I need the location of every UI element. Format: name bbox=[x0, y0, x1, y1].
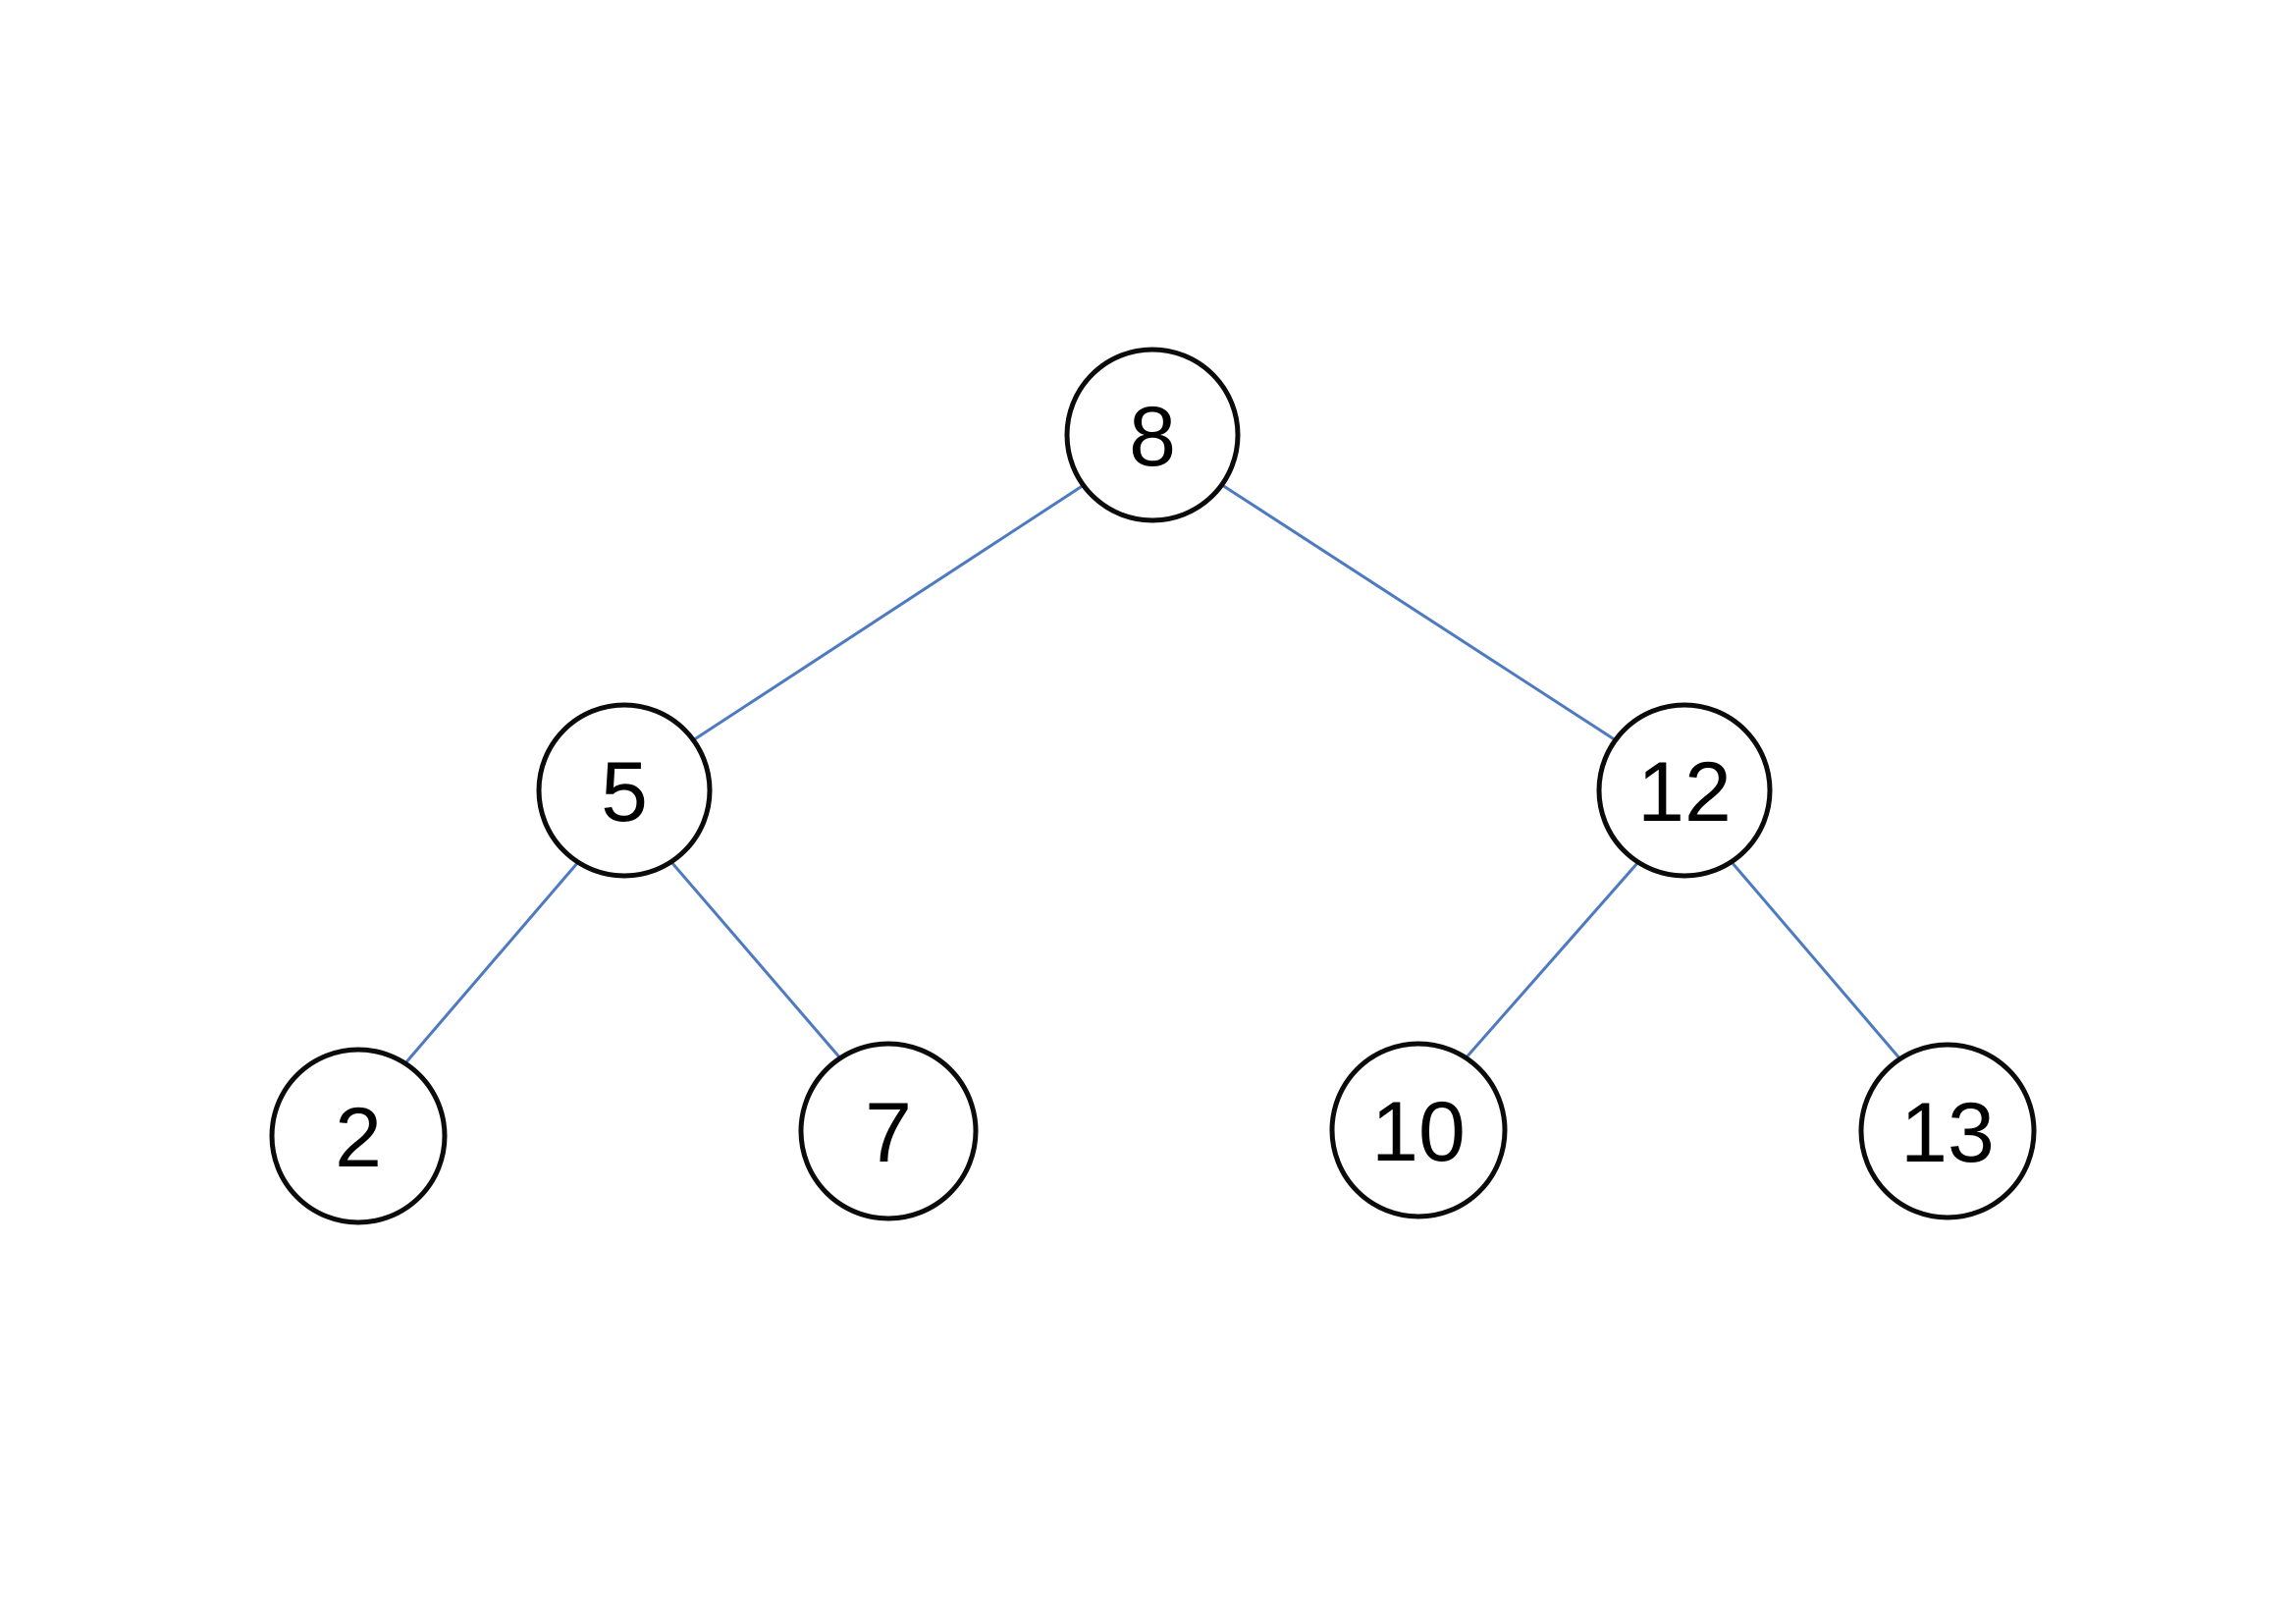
node-circle-12[interactable] bbox=[1596, 702, 1773, 879]
node-circle-2[interactable] bbox=[269, 1047, 448, 1225]
edge-12-to-13 bbox=[1730, 860, 1903, 1062]
node-circle-8[interactable] bbox=[1064, 347, 1241, 523]
node-label-12: 12 bbox=[1637, 745, 1732, 839]
node-label-2: 2 bbox=[335, 1091, 382, 1185]
tree-node-10[interactable]: 10 bbox=[1329, 1041, 1508, 1219]
tree-node-2[interactable]: 2 bbox=[269, 1047, 448, 1225]
node-label-8: 8 bbox=[1129, 390, 1176, 484]
edge-5-to-2 bbox=[402, 860, 580, 1066]
tree-node-13[interactable]: 13 bbox=[1858, 1042, 2037, 1220]
tree-nodes-group: 8 5 12 2 7 10 bbox=[269, 347, 2037, 1225]
edge-12-to-10 bbox=[1463, 860, 1640, 1061]
node-label-13: 13 bbox=[1900, 1086, 1995, 1180]
node-circle-7[interactable] bbox=[798, 1041, 979, 1221]
node-circle-10[interactable] bbox=[1329, 1041, 1508, 1219]
tree-edges-group bbox=[402, 483, 1903, 1066]
edge-8-to-5 bbox=[691, 483, 1086, 742]
node-label-5: 5 bbox=[601, 745, 648, 839]
tree-node-7[interactable]: 7 bbox=[798, 1041, 979, 1221]
node-label-10: 10 bbox=[1371, 1085, 1466, 1179]
node-circle-5[interactable] bbox=[536, 702, 713, 879]
node-label-7: 7 bbox=[865, 1086, 912, 1180]
edge-8-to-12 bbox=[1220, 483, 1618, 742]
node-circle-13[interactable] bbox=[1858, 1042, 2037, 1220]
edge-5-to-7 bbox=[669, 860, 844, 1062]
tree-node-8[interactable]: 8 bbox=[1064, 347, 1241, 523]
tree-node-5[interactable]: 5 bbox=[536, 702, 713, 879]
tree-node-12[interactable]: 12 bbox=[1596, 702, 1773, 879]
